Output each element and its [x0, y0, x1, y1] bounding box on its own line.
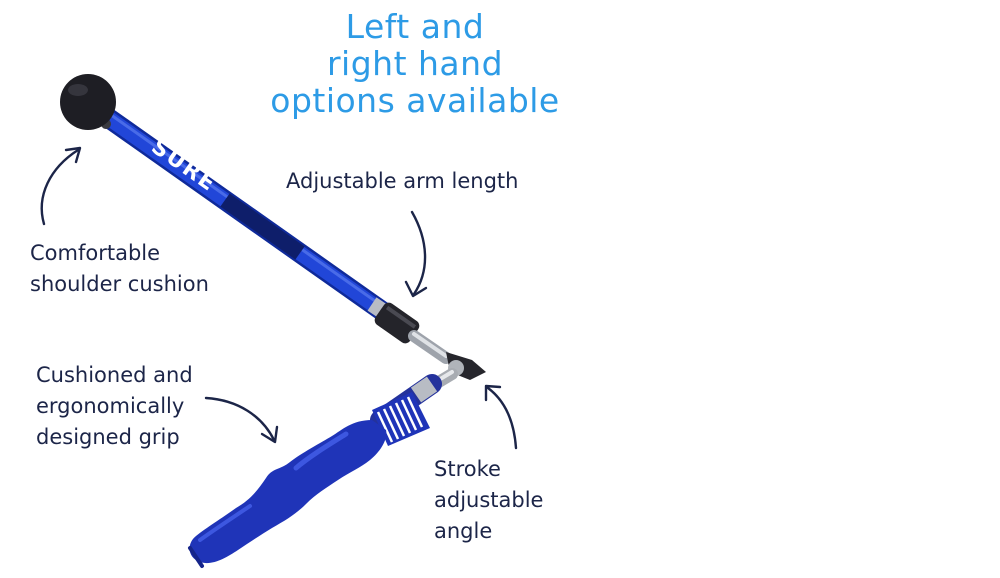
- arrow-to-grip: [204, 396, 279, 444]
- headline-line: options available: [270, 81, 560, 120]
- grip-collar: [372, 392, 430, 446]
- callout-stroke-angle: Stroke adjustable angle: [434, 454, 543, 547]
- ergonomic-grip: [188, 420, 387, 568]
- shaft-brand-text: SURE: [147, 134, 222, 197]
- length-adjuster: [374, 302, 420, 344]
- annotation-arrows: [40, 146, 518, 450]
- headline-line: right hand: [326, 44, 504, 83]
- headline: Left and right hand options available: [270, 8, 560, 119]
- arrow-to-angle: [484, 384, 518, 450]
- headline-line: Left and: [345, 7, 485, 46]
- callout-line: Adjustable arm length: [286, 169, 519, 193]
- callout-line: adjustable: [434, 488, 544, 512]
- callout-line: angle: [434, 519, 493, 543]
- callout-grip: Cushioned and ergonomically designed gri…: [36, 360, 193, 453]
- shoulder-cushion: [60, 74, 116, 130]
- callout-line: shoulder cushion: [30, 272, 209, 296]
- callout-line: Cushioned and: [36, 363, 193, 387]
- callout-arm-length: Adjustable arm length: [286, 166, 518, 197]
- callout-line: designed grip: [36, 425, 180, 449]
- arrow-to-arm: [404, 210, 428, 298]
- callout-line: Stroke: [434, 457, 501, 481]
- callout-shoulder-cushion: Comfortable shoulder cushion: [30, 238, 209, 300]
- callout-line: Comfortable: [30, 241, 161, 265]
- arrow-to-cushion: [40, 146, 82, 226]
- callout-line: ergonomically: [36, 394, 185, 418]
- chrome-connector: [408, 330, 452, 364]
